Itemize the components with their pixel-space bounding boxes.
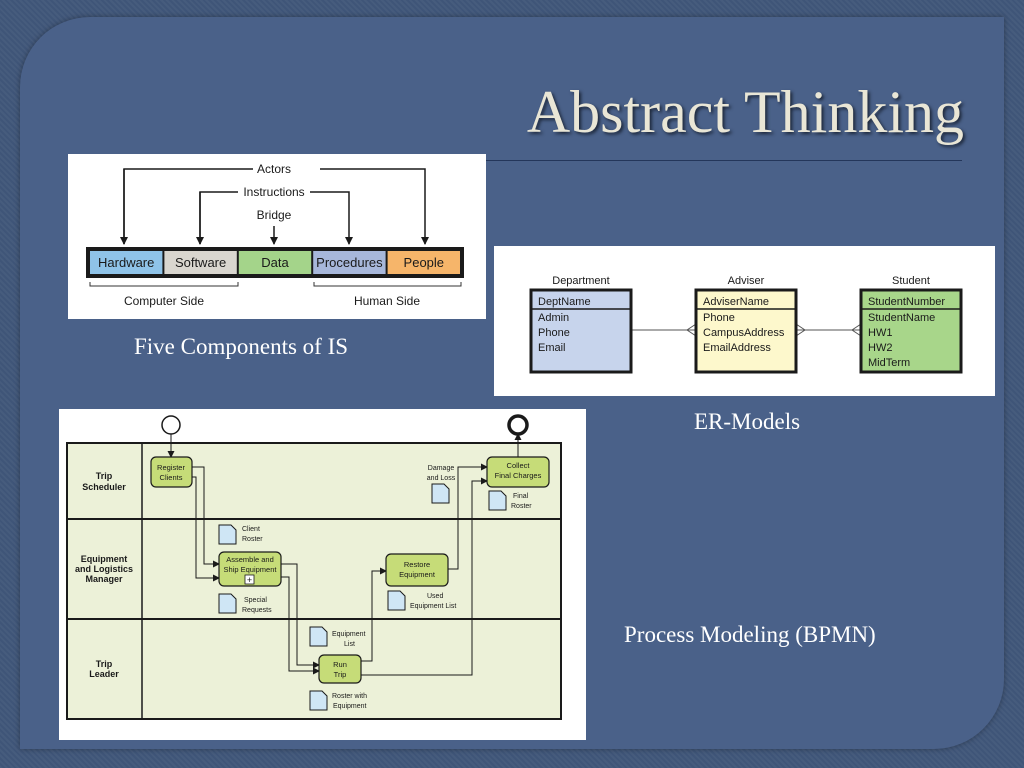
subprocess-marker	[244, 574, 255, 585]
component-label-data: Data	[261, 255, 289, 270]
entity-key-adviser: AdviserName	[703, 296, 769, 308]
doc-client-roster-icon	[218, 524, 237, 545]
entity-attribute-student: HW2	[868, 342, 892, 354]
start-event	[161, 415, 181, 435]
bridge-label: Bridge	[257, 208, 292, 222]
entity-attribute-adviser: Phone	[703, 312, 735, 324]
actors-label: Actors	[257, 162, 291, 176]
component-box-data	[238, 251, 312, 274]
doc-damage-and-loss-icon	[431, 483, 450, 504]
entity-box-adviser	[694, 288, 798, 374]
dept-adviser-crowfoot	[686, 323, 697, 337]
component-box-software	[164, 251, 237, 274]
computer-side-bracket	[89, 282, 239, 287]
flow-register-assemble-a	[192, 466, 220, 568]
entity-box-department	[529, 288, 633, 374]
doc-equipment-list-icon	[309, 626, 328, 647]
five-components-caption: Five Components of IS	[134, 334, 349, 359]
er-models-caption: ER-Models	[694, 409, 801, 434]
flow-assemble-run-a	[281, 563, 320, 669]
entity-attribute-adviser: EmailAddress	[703, 342, 771, 354]
entity-attribute-department: Email	[538, 342, 566, 354]
entity-key-department: DeptName	[538, 296, 591, 308]
adviser-student-crowfoot-right	[851, 323, 862, 337]
entity-key-student: StudentNumber	[868, 296, 945, 308]
human-side-label: Human Side	[354, 294, 420, 308]
subprocess-plus: +	[247, 575, 252, 585]
flow-restore-collect	[448, 463, 488, 570]
instructions-label: Instructions	[243, 185, 304, 199]
doc-used-equipment-list-icon	[387, 590, 406, 611]
flow-run-restore	[361, 567, 387, 662]
entity-attribute-department: Phone	[538, 327, 570, 339]
bpmn-caption: Process Modeling (BPMN)	[624, 622, 876, 647]
computer-side-label: Computer Side	[124, 294, 204, 308]
component-label-software: Software	[175, 255, 226, 270]
component-box-hardware	[90, 251, 163, 274]
component-label-people: People	[404, 255, 444, 270]
entity-title-adviser: Adviser	[728, 275, 765, 287]
entity-attribute-adviser: CampusAddress	[703, 327, 785, 339]
entity-attribute-department: Admin	[538, 312, 569, 324]
flow-run-collect	[361, 477, 488, 676]
doc-special-requests-icon	[218, 593, 237, 614]
component-box-procedures	[313, 251, 386, 274]
title-rule	[484, 160, 962, 161]
entity-attribute-student: StudentName	[868, 312, 935, 324]
entity-attribute-student: HW1	[868, 327, 892, 339]
doc-roster-with-equipment-icon	[309, 690, 328, 711]
component-label-procedures: Procedures	[316, 255, 383, 270]
entity-box-student	[859, 288, 963, 374]
component-label-hardware: Hardware	[98, 255, 154, 270]
doc-final-roster-icon	[488, 490, 507, 511]
bpmn-pool	[66, 442, 562, 720]
five-components-diagram: Actors Instructions Bridge Hardware Softw…	[68, 154, 486, 319]
flow-assemble-run-b	[281, 576, 320, 675]
entity-title-department: Department	[552, 275, 609, 287]
entity-attribute-student: MidTerm	[868, 357, 910, 369]
flow-register-assemble-b	[192, 476, 220, 582]
slide-title: Abstract Thinking	[526, 79, 964, 145]
end-event	[507, 414, 529, 436]
human-side-bracket	[313, 282, 462, 287]
component-box-people	[387, 251, 460, 274]
entity-title-student: Student	[892, 275, 930, 287]
adviser-student-crowfoot-left	[795, 323, 806, 337]
